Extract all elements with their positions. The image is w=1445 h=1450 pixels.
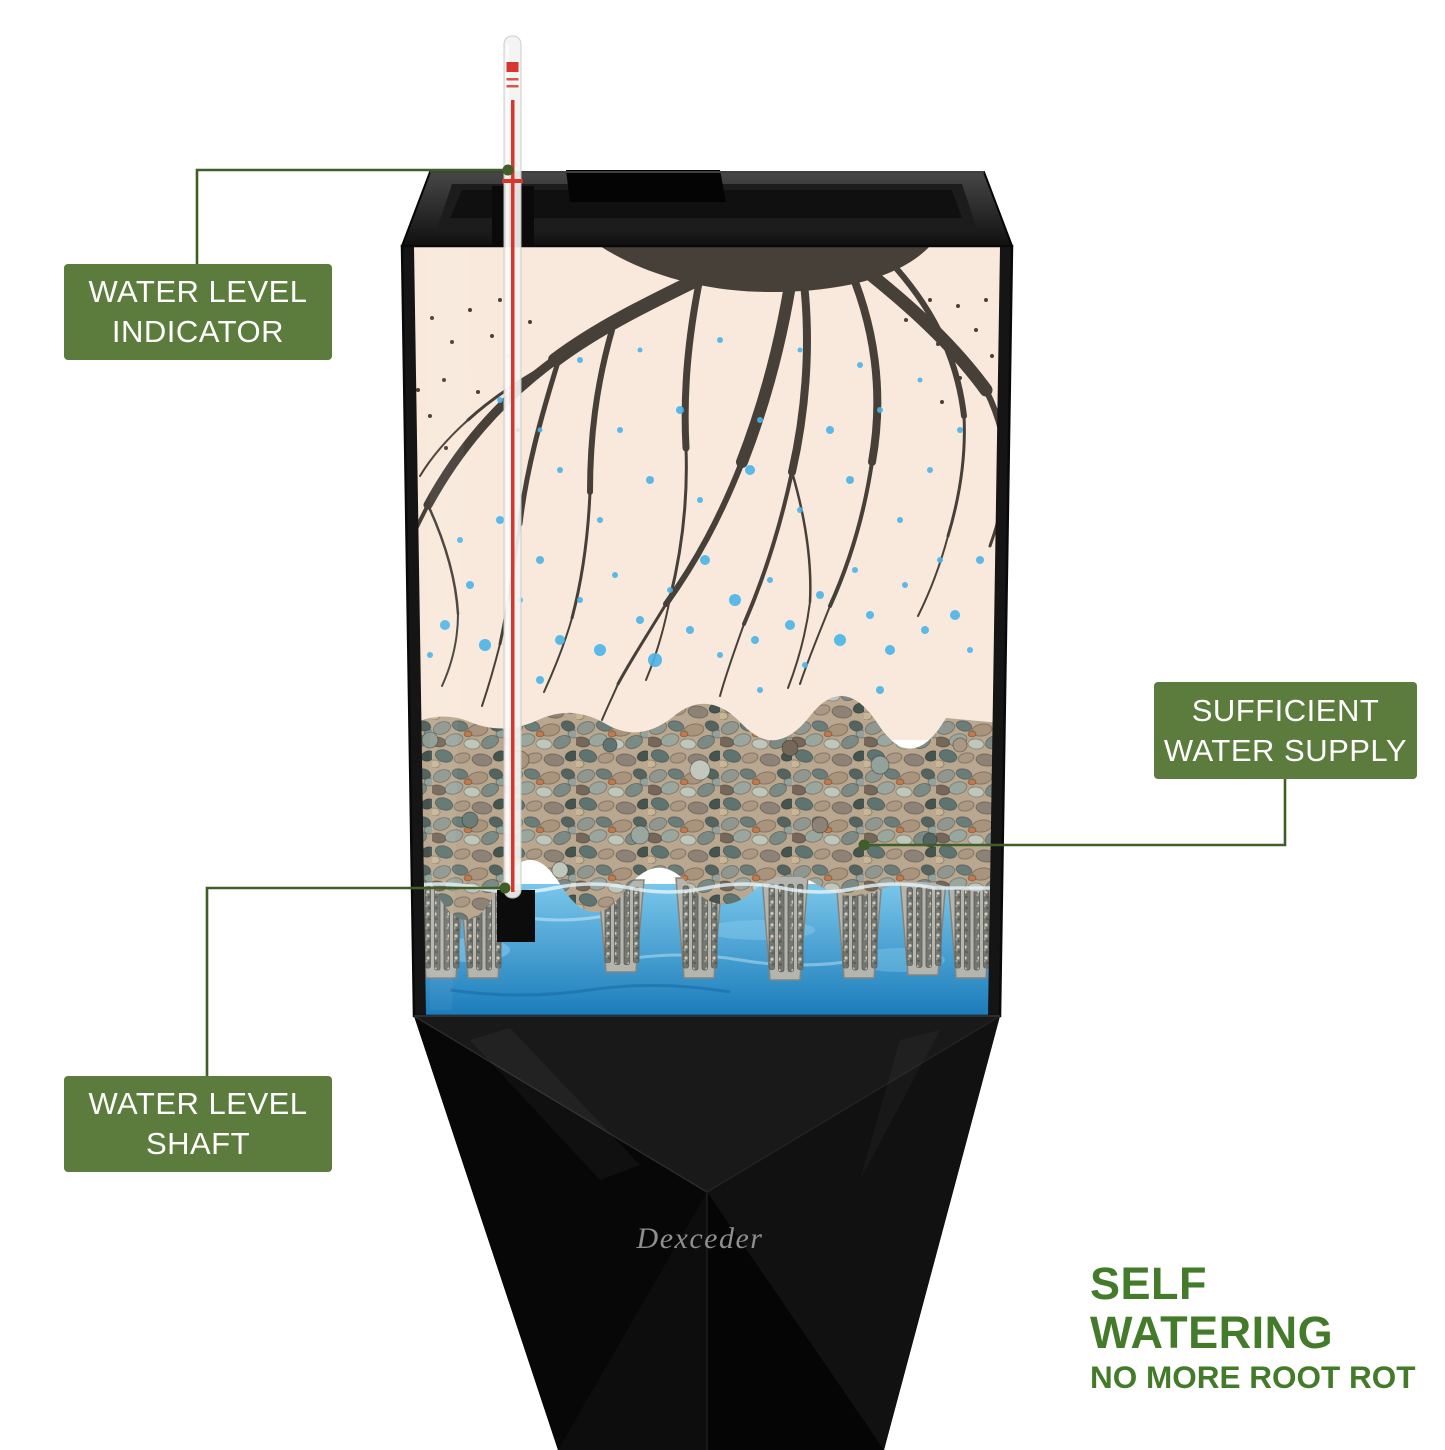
basket (947, 877, 995, 979)
label-sufficient-water-supply: SUFFICIENT WATER SUPPLY (1154, 682, 1417, 779)
label-line: SHAFT (145, 1126, 251, 1161)
left-wall (402, 246, 426, 1016)
water-level-shaft (497, 890, 535, 942)
soil-area (402, 246, 1012, 740)
basket (761, 875, 809, 981)
brand-logo: Dexceder (636, 1222, 764, 1255)
connector-sufficient-water-supply (868, 779, 1287, 847)
label-line: WATER LEVEL (88, 1086, 308, 1122)
planter-base: Dexceder (413, 1015, 1001, 1450)
fill-port (566, 170, 726, 202)
basket-row (417, 875, 995, 981)
max-mark (506, 62, 519, 72)
planter-cutaway (402, 246, 1012, 1016)
caption-title: SELF WATERING (1090, 1258, 1334, 1358)
planter-rim (400, 170, 1014, 247)
label-line: WATER SUPPLY (1163, 732, 1408, 768)
label-line: WATER LEVEL (88, 274, 308, 310)
connector-water-level-indicator (195, 168, 507, 265)
level-tick (502, 179, 523, 183)
water-line (402, 882, 1012, 894)
root-system (402, 246, 1009, 721)
caption-subtitle: NO MORE ROOT ROT (1090, 1359, 1416, 1396)
water-level-indicator-tube (492, 35, 534, 899)
water-droplets (427, 337, 984, 694)
selling-point-caption: SELF WATERING NO MORE ROOT ROT (1090, 1258, 1445, 1398)
right-wall (988, 246, 1012, 1016)
connector-water-level-shaft (205, 886, 502, 1076)
indicator-red-line (511, 100, 515, 892)
label-water-level-indicator: WATER LEVEL INDICATOR (64, 264, 332, 360)
gravel-layer (402, 695, 1012, 921)
label-water-level-shaft: WATER LEVEL SHAFT (64, 1076, 332, 1172)
label-line: SUFFICIENT (1191, 692, 1380, 728)
callout-connectors (195, 164, 1287, 1076)
label-line: INDICATOR (111, 314, 285, 349)
basket (675, 877, 723, 979)
basket (899, 879, 947, 976)
